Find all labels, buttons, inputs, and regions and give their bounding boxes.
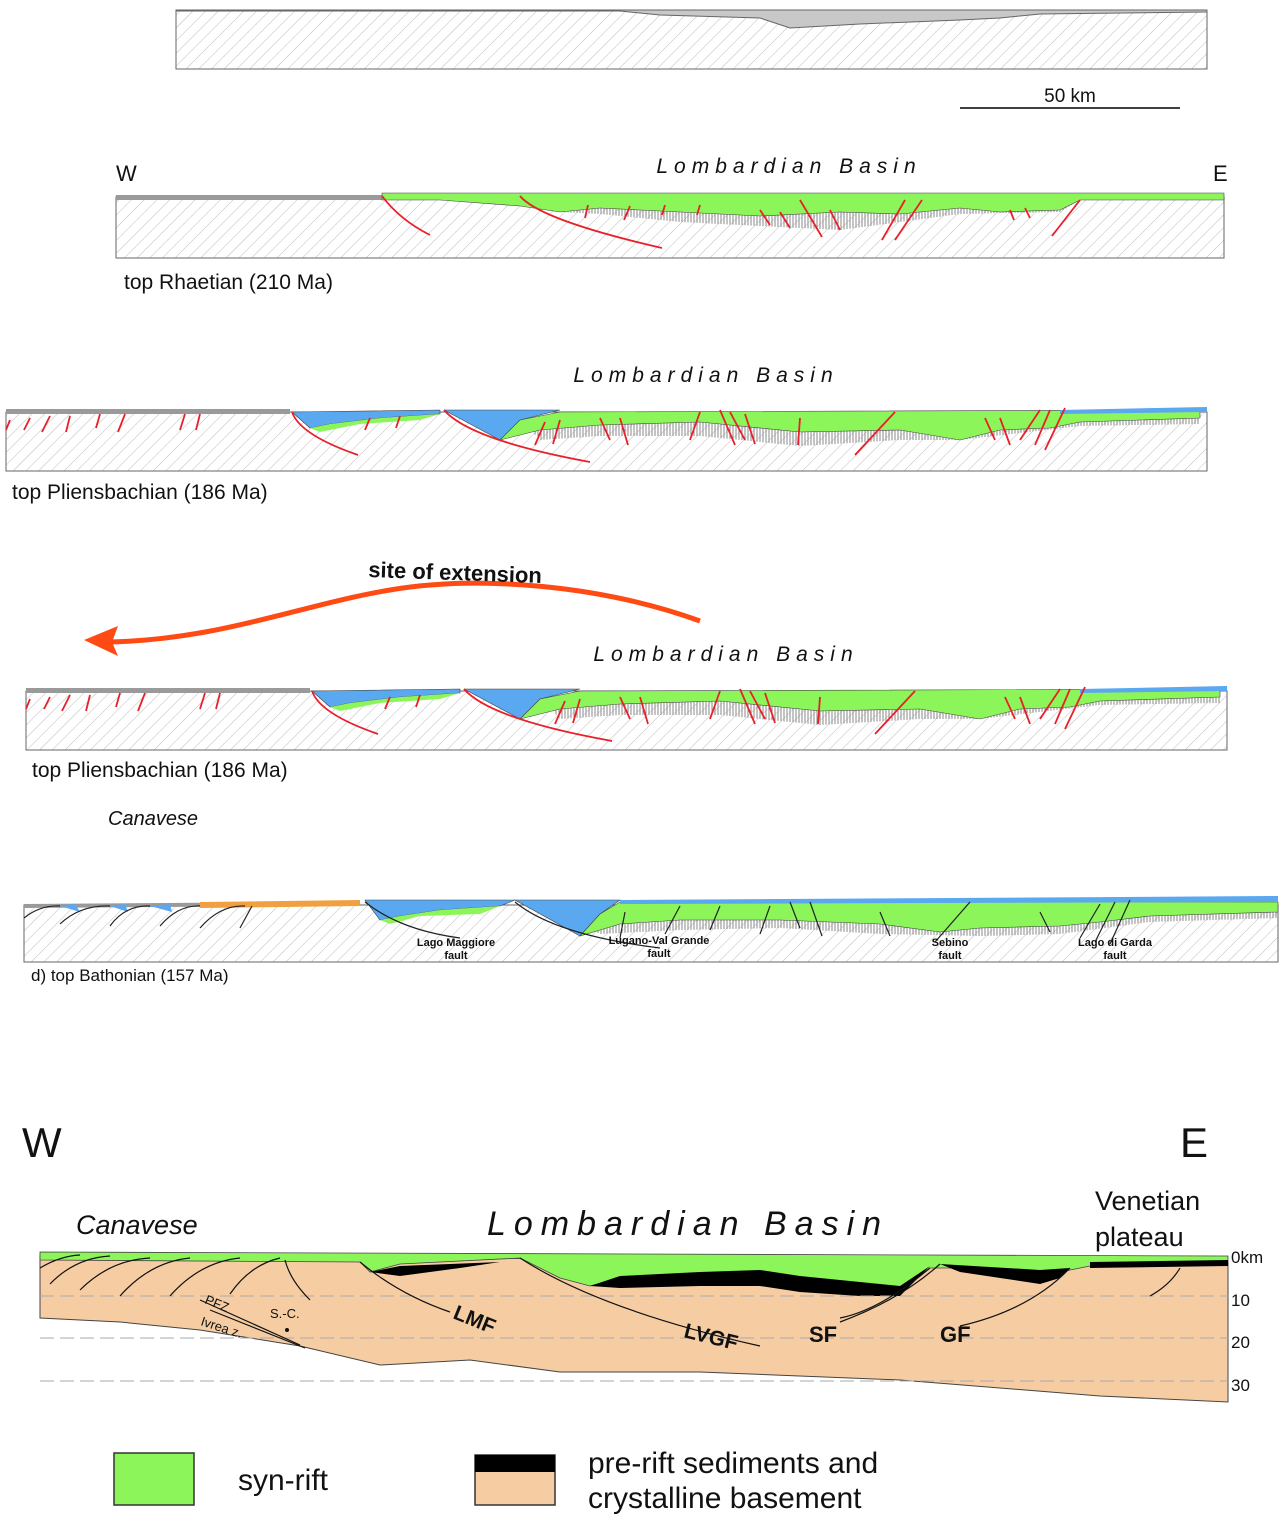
legend-label-pre-rift-1: pre-rift sediments and	[588, 1447, 878, 1480]
scale-bar-label: 50 km	[1044, 86, 1096, 107]
bathonian-fault-labels: Lago Maggiore fault Lugano-Val Grande fa…	[417, 935, 1153, 962]
extension-arrow: site of extension	[84, 557, 701, 656]
depth-tick-0: 0km	[1231, 1248, 1263, 1267]
scale-bar: 50 km	[960, 86, 1180, 109]
fault-label-gf: GF	[940, 1322, 971, 1347]
fault-label-lugano-2: fault	[647, 948, 671, 960]
section-pliensbachian-2: Lombardian Basin top Pliensbachian (186 …	[25, 643, 1228, 830]
legend-swatch-syn-rift	[113, 1452, 195, 1506]
section-bathonian: Lago Maggiore fault Lugano-Val Grande fa…	[23, 896, 1279, 985]
fault-lines	[5, 407, 1066, 463]
legend-label-syn-rift: syn-rift	[238, 1464, 329, 1497]
crustal-profile: W E Canavese Lombardian Basin Venetian p…	[22, 1119, 1263, 1403]
profile-region-east-2: plateau	[1095, 1222, 1184, 1252]
basin-title: Lombardian Basin	[573, 364, 838, 387]
section-caption: top Pliensbachian (186 Ma)	[32, 759, 288, 782]
depth-axis: 0km 10 20 30	[1231, 1248, 1263, 1395]
fault-label-garda-2: fault	[1103, 950, 1127, 962]
depth-tick-30: 30	[1231, 1376, 1250, 1395]
basin-title: Lombardian Basin	[656, 155, 921, 178]
section-caption: top Rhaetian (210 Ma)	[124, 271, 333, 294]
profile-region-west: Canavese	[76, 1210, 198, 1240]
fault-label-lago-maggiore: Lago Maggiore	[417, 937, 495, 949]
fault-label-sf: SF	[809, 1322, 837, 1347]
fault-lines	[381, 195, 1081, 249]
fault-lines	[23, 899, 1131, 949]
section-caption: top Pliensbachian (186 Ma)	[12, 481, 268, 504]
section-caption: d) top Bathonian (157 Ma)	[31, 966, 229, 985]
legend-label-pre-rift-2: crystalline basement	[588, 1482, 862, 1515]
section-pliensbachian-1: Lombardian Basin top Pliensbachian (186 …	[5, 364, 1208, 504]
fault-label-lago-maggiore-2: fault	[444, 950, 468, 962]
region-label: Canavese	[108, 808, 198, 830]
overview-section	[175, 9, 1208, 70]
depth-tick-10: 10	[1231, 1291, 1250, 1310]
east-label: E	[1213, 161, 1228, 186]
fault-label-garda: Lago di Garda	[1078, 937, 1153, 949]
label-sc: S.-C.	[270, 1306, 300, 1321]
profile-faults	[39, 1254, 1181, 1349]
fault-lines	[25, 686, 1086, 742]
profile-basin-title: Lombardian Basin	[487, 1205, 889, 1243]
depth-guides	[40, 1295, 1228, 1382]
arrow-label: site of extension	[368, 557, 542, 588]
marker-dot	[285, 1328, 289, 1332]
west-label: W	[116, 161, 137, 186]
fault-label-lugano: Lugano-Val Grande	[609, 935, 710, 947]
profile-east-label: E	[1180, 1119, 1208, 1166]
legend-swatch-pre-rift-black	[475, 1455, 555, 1472]
profile-west-label: W	[22, 1119, 62, 1166]
fault-label-sebino: Sebino	[932, 937, 969, 949]
basin-title: Lombardian Basin	[593, 643, 858, 666]
section-rhaetian: W E Lombardian Basin top Rhaetian (210 M…	[115, 155, 1228, 294]
depth-tick-20: 20	[1231, 1333, 1250, 1352]
fault-label-sebino-2: fault	[938, 950, 962, 962]
legend: syn-rift pre-rift sediments and crystall…	[113, 1447, 878, 1515]
profile-region-east-1: Venetian	[1095, 1186, 1200, 1216]
